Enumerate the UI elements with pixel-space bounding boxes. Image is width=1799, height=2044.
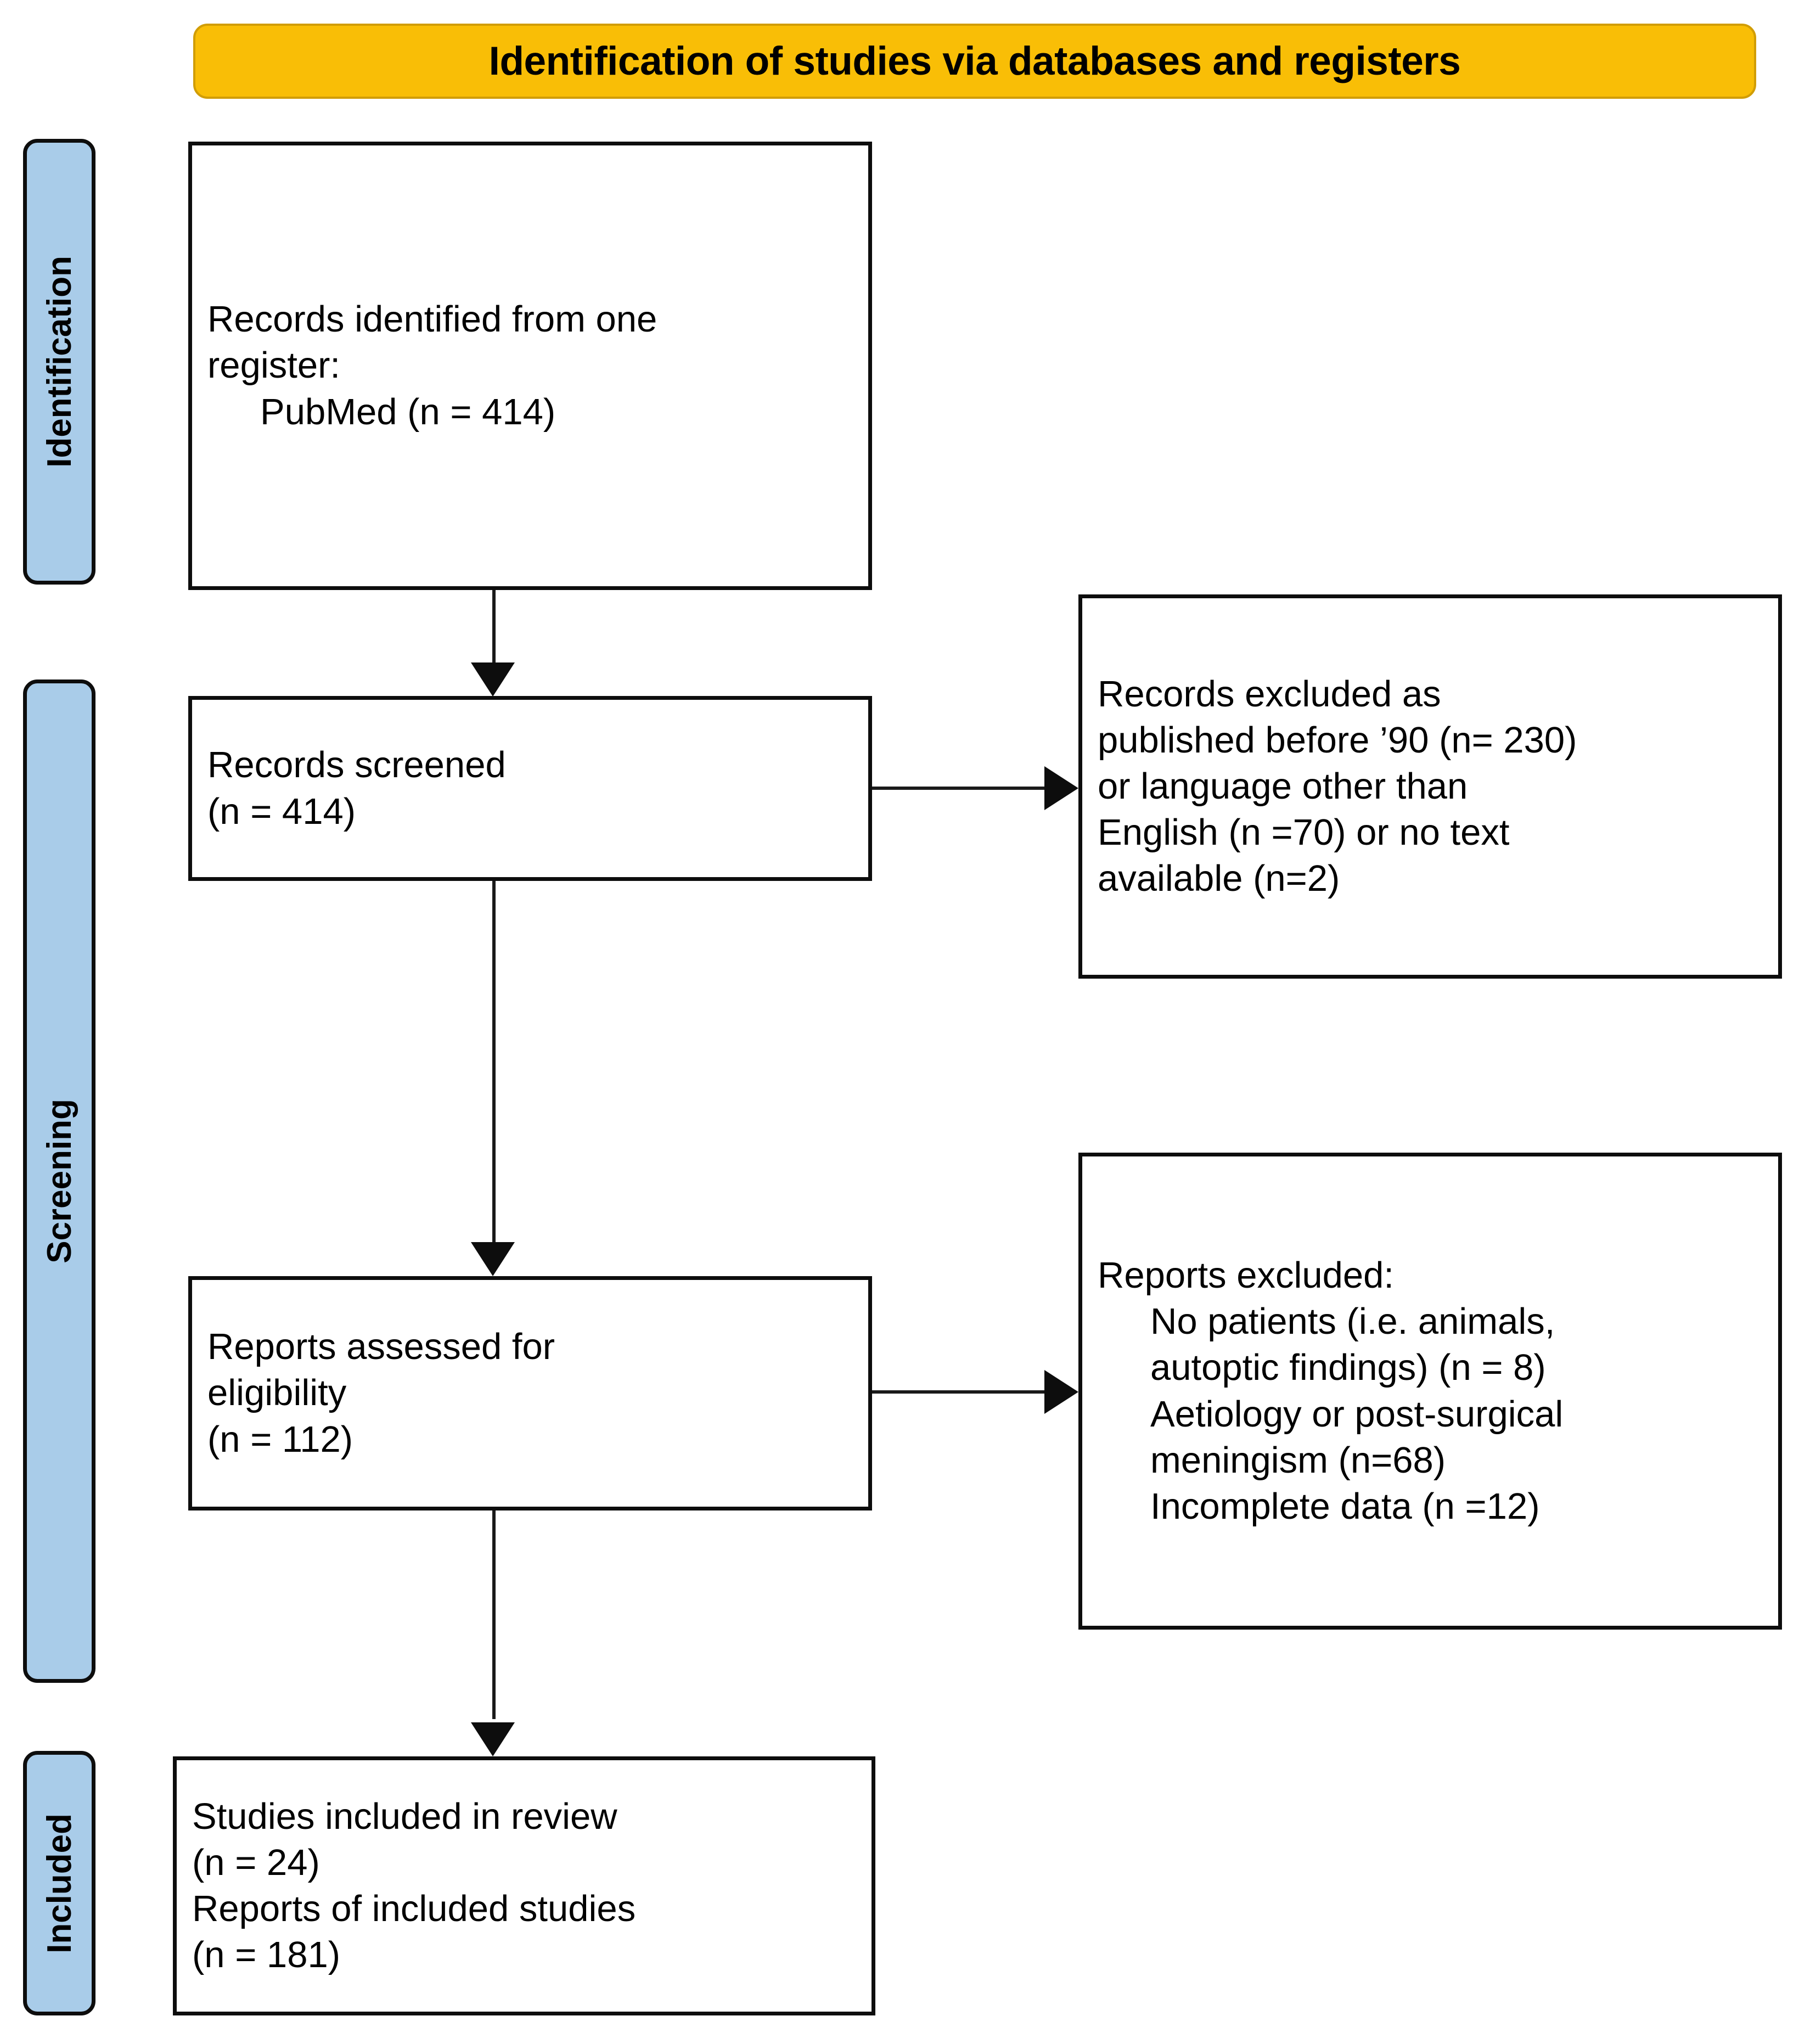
- box-line: Aetiology or post-surgical: [1150, 1393, 1564, 1435]
- box-reports-excluded: Reports excluded: No patients (i.e. anim…: [1078, 1153, 1782, 1630]
- connector-screened-to-records-excluded: [872, 787, 1047, 790]
- stage-label-text: Included: [40, 1813, 78, 1953]
- arrow-down-icon: [471, 1242, 515, 1276]
- box-line: register:: [207, 345, 341, 386]
- box-line: meningism (n=68): [1150, 1439, 1446, 1481]
- box-records-excluded: Records excluded as published before ’90…: [1078, 594, 1782, 979]
- connector-identified-to-screened: [492, 590, 496, 671]
- box-line: (n = 112): [207, 1418, 353, 1460]
- arrow-down-icon: [471, 662, 515, 697]
- arrow-right-icon: [1044, 1370, 1078, 1414]
- box-line: English (n =70) or no text: [1098, 812, 1510, 853]
- box-line: available (n=2): [1098, 858, 1340, 900]
- connector-screened-to-eligibility: [492, 881, 496, 1243]
- connector-eligibility-to-reports-excluded: [872, 1390, 1047, 1394]
- box-line: Records screened: [207, 744, 506, 786]
- box-line: Incomplete data (n =12): [1150, 1485, 1540, 1527]
- box-records-identified: Records identified from one register: Pu…: [188, 142, 872, 590]
- connector-eligibility-to-included: [492, 1510, 496, 1719]
- box-line: autoptic findings) (n = 8): [1150, 1347, 1546, 1389]
- box-line: (n = 181): [192, 1934, 341, 1976]
- box-line: PubMed (n = 414): [260, 391, 556, 433]
- box-line: published before ’90 (n= 230): [1098, 719, 1577, 761]
- box-line: or language other than: [1098, 765, 1468, 807]
- box-line: (n = 24): [192, 1841, 320, 1883]
- box-line: eligibility: [207, 1372, 347, 1414]
- stage-label-included: Included: [23, 1751, 95, 2015]
- box-line: Studies included in review: [192, 1795, 617, 1837]
- arrow-right-icon: [1044, 766, 1078, 810]
- stage-label-text: Identification: [40, 256, 78, 468]
- box-line: Records identified from one: [207, 299, 657, 340]
- box-line: Reports excluded:: [1098, 1255, 1395, 1296]
- box-studies-included-in-review: Studies included in review (n = 24) Repo…: [173, 1756, 875, 2015]
- box-reports-assessed-for-eligibility: Reports assessed for eligibility (n = 11…: [188, 1276, 872, 1510]
- box-records-screened: Records screened (n = 414): [188, 696, 872, 881]
- box-line: Records excluded as: [1098, 673, 1441, 715]
- arrow-down-icon: [471, 1722, 515, 1756]
- diagram-header-banner: Identification of studies via databases …: [193, 24, 1756, 99]
- stage-label-identification: Identification: [23, 139, 95, 585]
- stage-label-text: Screening: [40, 1099, 78, 1264]
- box-line: No patients (i.e. animals,: [1150, 1301, 1555, 1343]
- box-line: Reports assessed for: [207, 1326, 555, 1368]
- diagram-title: Identification of studies via databases …: [488, 39, 1461, 83]
- box-line: (n = 414): [207, 790, 356, 832]
- stage-label-screening: Screening: [23, 680, 95, 1683]
- box-line: Reports of included studies: [192, 1888, 636, 1929]
